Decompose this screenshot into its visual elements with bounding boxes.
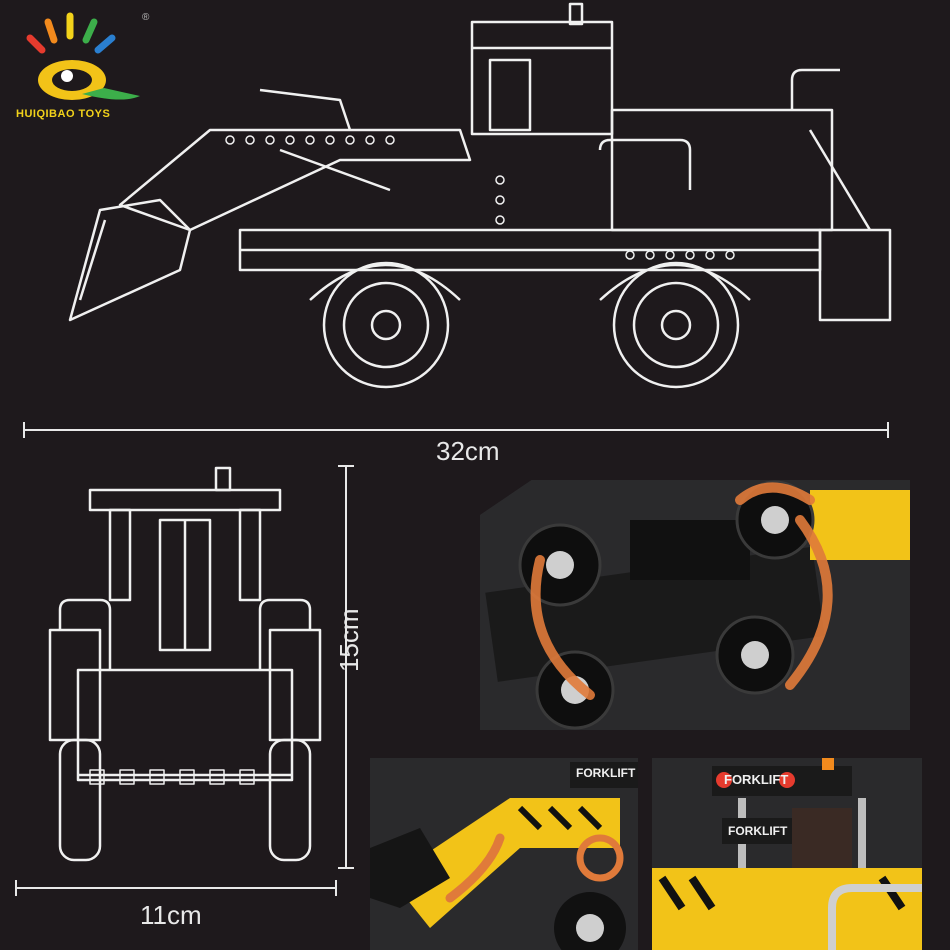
registered-mark: ® xyxy=(142,12,150,23)
height-dimension-line xyxy=(338,465,354,869)
front-view-line-art xyxy=(48,466,322,862)
cab-forklift-decal-side: FORKLIFT xyxy=(728,824,788,838)
length-dimension-line xyxy=(23,422,889,438)
brand-name: HUIQIBAO TOYS xyxy=(16,108,111,120)
arm-photo: FORKLIFT xyxy=(370,758,638,950)
rotate-arrow-icon xyxy=(576,834,624,882)
height-label: 15cm xyxy=(334,608,364,672)
arm-illustration xyxy=(370,758,638,950)
length-label: 32cm xyxy=(436,436,500,466)
cab-forklift-decal-top: FORKLIFT xyxy=(724,772,789,787)
underside-photo xyxy=(480,480,910,730)
side-view-line-art xyxy=(68,2,892,389)
underside-illustration xyxy=(480,480,910,730)
arm-forklift-decal: FORKLIFT xyxy=(576,766,636,780)
cab-photo: FORKLIFT FORKLIFT xyxy=(652,758,922,950)
brand-logo: HUIQIBAO TOYS xyxy=(12,8,152,128)
logo-graphic xyxy=(26,12,140,100)
width-label: 11cm xyxy=(140,900,202,930)
flip-arrows-icon xyxy=(530,482,833,700)
cab-illustration xyxy=(652,758,922,950)
width-dimension-line xyxy=(15,880,337,896)
